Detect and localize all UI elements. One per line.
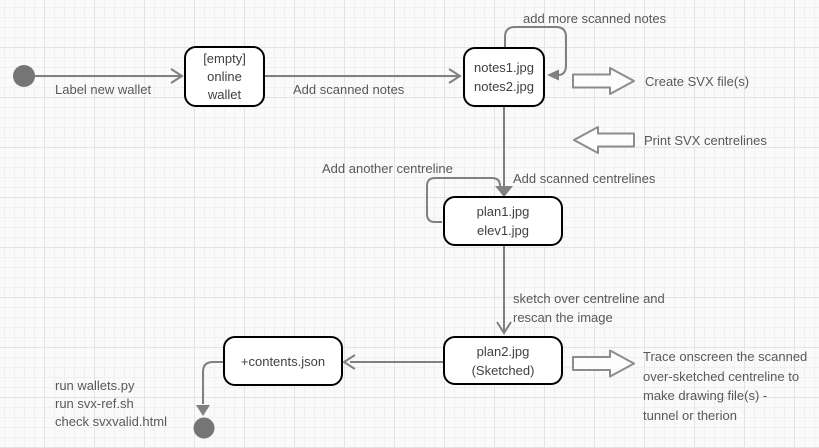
state-empty-online-wallet[interactable]: [empty] online wallet	[184, 46, 265, 107]
annotation-line: over-sketched centreline to	[643, 368, 800, 384]
edge-plan1-self-loop[interactable]	[426, 177, 501, 223]
state-label-line: online	[207, 68, 242, 84]
annotation-line: tunnel or therion	[643, 407, 737, 423]
arrowhead-open-icon	[496, 321, 512, 335]
state-label-line: notes1.jpg	[474, 60, 534, 75]
edge-label-add-scanned-centrelines: Add scanned centrelines	[513, 171, 656, 186]
annotation-checks: run wallets.py run svx-ref.sh check svxv…	[55, 377, 167, 431]
state-label-line: +contents.json	[240, 353, 326, 369]
annotation-line: run wallets.py	[55, 378, 135, 393]
arrowhead-open-icon	[170, 68, 184, 84]
edge-label-sketch-over: sketch over centreline and rescan the im…	[513, 289, 665, 327]
state-scanned-centrelines[interactable]: plan1.jpg elev1.jpg	[443, 196, 563, 246]
edge-label-label-new-wallet: Label new wallet	[55, 82, 152, 97]
annotation-print-svx: Print SVX centrelines	[644, 133, 767, 148]
arrowhead-open-icon	[448, 68, 462, 84]
state-label-line: (Sketched)	[471, 362, 535, 378]
state-label-line: notes2.jpg	[474, 79, 534, 94]
final-state-node[interactable]	[193, 417, 215, 439]
state-scanned-notes[interactable]: notes1.jpg notes2.jpg	[463, 47, 545, 107]
annotation-trace: Trace onscreen the scanned over-sketched…	[643, 347, 807, 425]
annotation-line: Trace onscreen the scanned	[643, 349, 808, 364]
state-label-line: wallet	[207, 86, 242, 102]
annotation-line: run svx-ref.sh	[55, 396, 134, 411]
state-sketched-plan[interactable]: plan2.jpg (Sketched)	[443, 336, 563, 385]
state-contents-json[interactable]: +contents.json	[223, 336, 343, 386]
edge-label-add-another-centreline: Add another centreline	[322, 161, 453, 176]
initial-state-node[interactable]	[13, 65, 35, 87]
arrowhead-filled-icon	[196, 405, 210, 416]
edge-label-add-more-scanned-notes: add more scanned notes	[523, 11, 667, 26]
annotation-create-svx: Create SVX file(s)	[645, 74, 750, 89]
edge-notes-self-loop[interactable]	[504, 26, 567, 76]
arrowhead-open-icon	[342, 354, 356, 370]
arrowhead-filled-icon	[547, 69, 559, 81]
block-arrow-right-icon[interactable]	[572, 67, 635, 95]
annotation-line: make drawing file(s) -	[643, 388, 768, 403]
state-label-line: plan2.jpg	[476, 343, 530, 359]
edge-label-line: rescan the image	[513, 310, 613, 325]
state-label-line: [empty]	[203, 50, 246, 66]
edge-label-line: sketch over centreline and	[513, 291, 665, 306]
block-arrow-left-icon[interactable]	[573, 126, 635, 154]
block-arrow-right-icon[interactable]	[572, 349, 635, 378]
annotation-line: check svxvalid.html	[55, 414, 167, 429]
edge-contents-to-final[interactable]	[202, 361, 223, 404]
state-label-line: plan1.jpg	[476, 204, 530, 219]
edge-label-add-scanned-notes: Add scanned notes	[293, 82, 405, 97]
state-label-line: elev1.jpg	[476, 223, 530, 238]
